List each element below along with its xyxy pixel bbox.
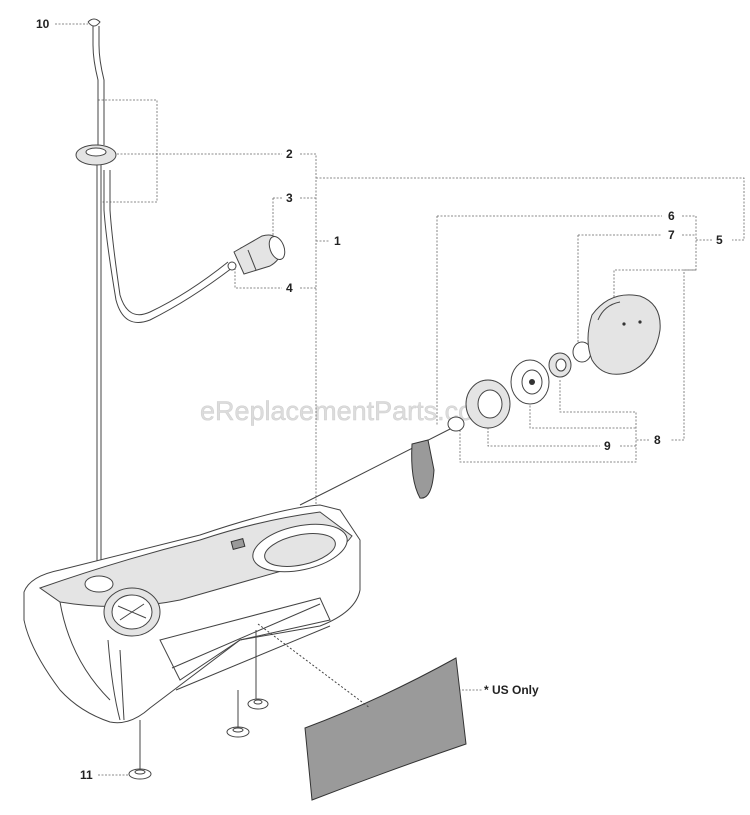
callout-5: 5	[716, 233, 723, 247]
watermark-text: eReplacementParts.com	[200, 396, 496, 426]
retainer	[447, 416, 465, 432]
callout-1: 1	[334, 234, 341, 248]
callout-11: 11	[80, 768, 93, 782]
callout-2: 2	[286, 147, 293, 161]
callout-7: 7	[668, 228, 675, 242]
callout-8: 8	[654, 433, 661, 447]
fuel-filter-3	[233, 234, 286, 275]
clamp-4	[227, 261, 237, 271]
seal-9	[465, 379, 511, 429]
mounting-screws-11	[128, 630, 269, 780]
decal-us-only	[257, 623, 467, 801]
callout-9: 9	[604, 439, 611, 453]
leader-lines	[55, 23, 745, 776]
us-only-note: * US Only	[484, 683, 539, 697]
tank-pickup-boss	[84, 575, 114, 593]
fuel-cap-assembly	[299, 294, 661, 506]
callout-labels: 10 2 3 1 4 6 7 5 8 9 11	[36, 17, 723, 782]
fuel-tank-1	[23, 504, 361, 724]
cap-tag	[411, 439, 435, 499]
fuel-cap-5	[587, 294, 661, 375]
tank-filler-neck	[103, 587, 161, 637]
callout-10: 10	[36, 17, 50, 31]
vent-plate-8	[510, 359, 550, 405]
hose-clip-10	[87, 18, 101, 27]
callout-6: 6	[668, 209, 675, 223]
callout-4: 4	[286, 281, 293, 295]
callout-3: 3	[286, 191, 293, 205]
fuel-line-assembly	[75, 18, 286, 580]
gasket-7	[548, 352, 572, 378]
